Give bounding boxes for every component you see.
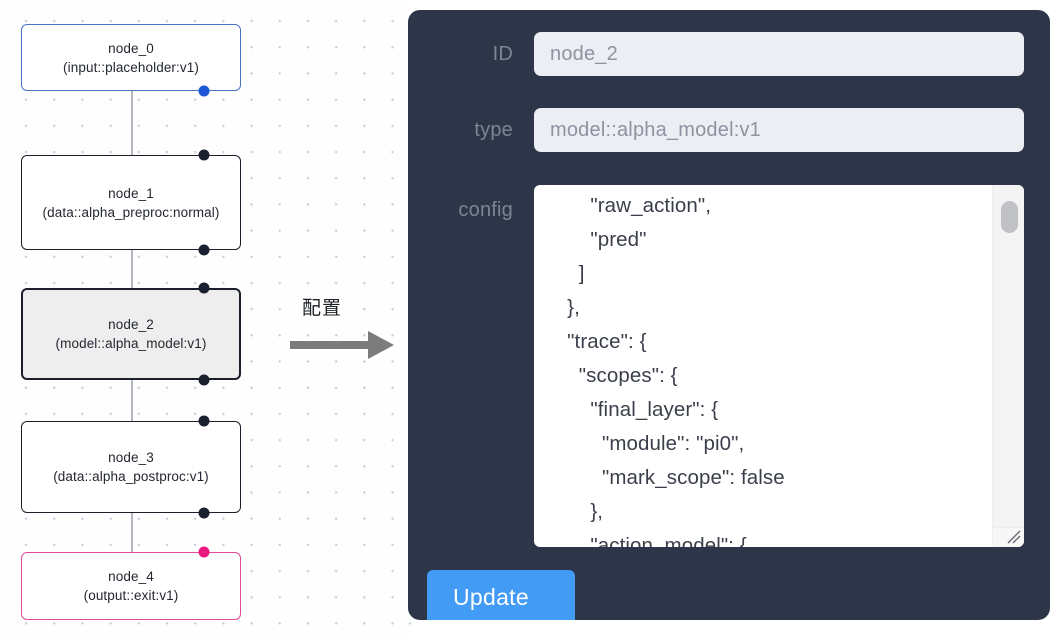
node-type-label: (model::alpha_model:v1) [55,336,207,351]
config-scrollbar-thumb[interactable] [1001,201,1018,233]
port-node_2-output[interactable] [198,374,210,386]
graph-canvas[interactable]: node_0 (input::placeholder:v1) node_1 (d… [0,0,408,643]
graph-node-node_0[interactable]: node_0 (input::placeholder:v1) [21,24,241,91]
node-id-label: node_1 [108,185,154,201]
graph-node-node_1[interactable]: node_1 (data::alpha_preproc:normal) [21,155,241,250]
resize-grip-icon [1007,530,1021,544]
node-type-label: (data::alpha_postproc:v1) [53,469,209,484]
edge-node3-node4 [131,513,133,552]
node-type-label: (input::placeholder:v1) [63,59,199,75]
id-input[interactable]: node_2 [534,32,1024,76]
graph-node-node_4[interactable]: node_4 (output::exit:v1) [21,552,241,620]
id-field-label: ID [492,42,513,65]
configure-annotation-label: 配置 [302,297,343,319]
type-input[interactable]: model::alpha_model:v1 [534,108,1024,152]
edge-node1-node2 [131,250,133,288]
port-node_1-output[interactable] [198,244,210,256]
port-node_1-input[interactable] [198,149,210,161]
node-type-label: (output::exit:v1) [83,588,179,603]
config-scrollbar-track[interactable] [992,185,1024,527]
node-config-panel: ID node_2 type model::alpha_model:v1 con… [408,10,1050,620]
graph-node-node_3[interactable]: node_3 (data::alpha_postproc:v1) [21,421,241,513]
edge-node2-node3 [131,380,133,421]
node-id-label: node_0 [108,40,154,56]
field-row-type: type model::alpha_model:v1 [428,108,1024,152]
field-row-config: config "raw_action", "pred" ] }, "trace"… [428,185,1024,547]
port-node_0-output[interactable] [198,85,210,97]
config-textarea-wrapper: "raw_action", "pred" ] }, "trace": { "sc… [534,185,1024,547]
port-node_2-input[interactable] [198,282,210,294]
graph-node-node_2[interactable]: node_2 (model::alpha_model:v1) [21,288,241,380]
port-node_3-input[interactable] [198,415,210,427]
right-arrow-icon [290,331,394,359]
node-id-label: node_2 [108,317,154,332]
port-node_4-input[interactable] [198,546,210,558]
config-resize-handle[interactable] [992,527,1024,547]
port-node_3-output[interactable] [198,507,210,519]
node-id-label: node_4 [108,569,154,584]
config-field-label: config [458,199,513,221]
field-row-id: ID node_2 [428,32,1024,76]
node-id-label: node_3 [108,450,154,465]
config-textarea[interactable]: "raw_action", "pred" ] }, "trace": { "sc… [567,194,785,547]
node-type-label: (data::alpha_preproc:normal) [42,204,220,220]
edge-node0-node1 [131,91,133,155]
update-button[interactable]: Update [427,570,575,620]
configure-annotation: 配置 [290,296,402,362]
type-field-label: type [474,118,513,141]
